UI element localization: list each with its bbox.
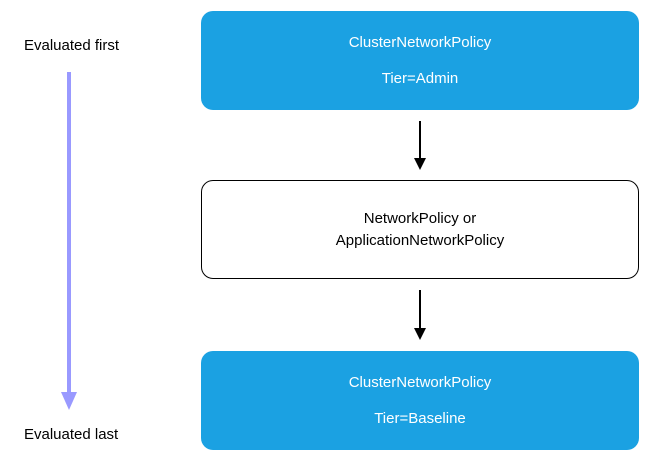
box-tier-label: Tier=Baseline [374,409,466,427]
box-title: ClusterNetworkPolicy [348,33,492,51]
evaluation-order-arrowhead [61,392,77,410]
box-subtitle: ApplicationNetworkPolicy [335,231,505,249]
cluster-network-policy-baseline-box[interactable]: ClusterNetworkPolicy Tier=Baseline [201,351,639,450]
cluster-network-policy-admin-box[interactable]: ClusterNetworkPolicy Tier=Admin [201,11,639,110]
evaluated-last-label: Evaluated last [24,426,119,443]
box-tier-label: Tier=Admin [381,69,459,87]
network-policy-box[interactable]: NetworkPolicy or ApplicationNetworkPolic… [201,180,639,279]
flow-arrow-1-head [414,158,426,170]
box-title: ClusterNetworkPolicy [348,373,492,391]
flow-arrow-2-head [414,328,426,340]
box-title: NetworkPolicy or [363,209,477,227]
flow-arrow-2 [414,290,426,340]
evaluated-first-label: Evaluated first [24,37,120,54]
evaluation-order-arrow [61,72,77,410]
flow-arrow-1 [414,121,426,170]
